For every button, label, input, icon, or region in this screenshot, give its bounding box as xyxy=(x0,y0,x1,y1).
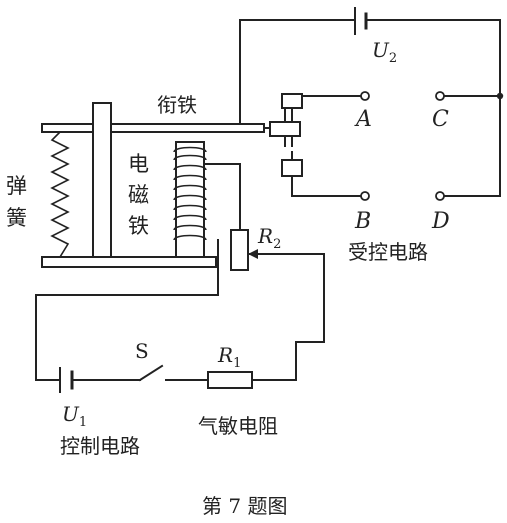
terminal-c-label: C xyxy=(432,107,449,132)
terminals xyxy=(360,91,445,201)
spring-label-2: 簧 xyxy=(6,206,27,230)
terminal-b-label: B xyxy=(354,209,371,234)
control-circuit-label: 控制电路 xyxy=(60,434,140,458)
terminal-d-label: D xyxy=(431,209,450,234)
control-circuit-wires xyxy=(35,163,325,381)
figure-caption: 第 7 题图 xyxy=(202,494,287,518)
battery-u1 xyxy=(59,367,74,393)
junction-dot xyxy=(496,92,504,100)
battery-u2 xyxy=(354,7,368,35)
spring xyxy=(50,131,70,258)
u2-label: U2 xyxy=(372,38,397,66)
electromagnet xyxy=(173,141,207,258)
r1-label: R1 xyxy=(217,343,241,371)
resistor-r1 xyxy=(207,371,253,389)
rheostat-r2 xyxy=(230,229,258,271)
terminal-a-dot xyxy=(360,91,370,101)
armature-label: 衔铁 xyxy=(157,93,197,117)
r2-label: R2 xyxy=(257,224,281,252)
switch-s xyxy=(138,364,164,382)
electromagnet-label-1: 电 xyxy=(128,152,149,176)
electromagnet-label-2: 磁 xyxy=(128,183,149,207)
terminal-a-label: A xyxy=(354,107,372,132)
spring-label-1: 弹 xyxy=(6,174,27,198)
relay-base xyxy=(41,256,217,268)
armature-bar xyxy=(41,123,265,133)
gas-resistor-label: 气敏电阻 xyxy=(198,414,278,438)
terminal-d-dot xyxy=(435,191,445,201)
electromagnet-label-3: 铁 xyxy=(128,214,149,238)
contact-assembly xyxy=(269,93,303,181)
switch-label: S xyxy=(135,339,149,363)
u1-label: U1 xyxy=(62,402,87,430)
support-post xyxy=(92,102,112,258)
controlled-circuit-label: 受控电路 xyxy=(348,240,428,264)
terminal-c-dot xyxy=(435,91,445,101)
terminal-b-dot xyxy=(360,191,370,201)
